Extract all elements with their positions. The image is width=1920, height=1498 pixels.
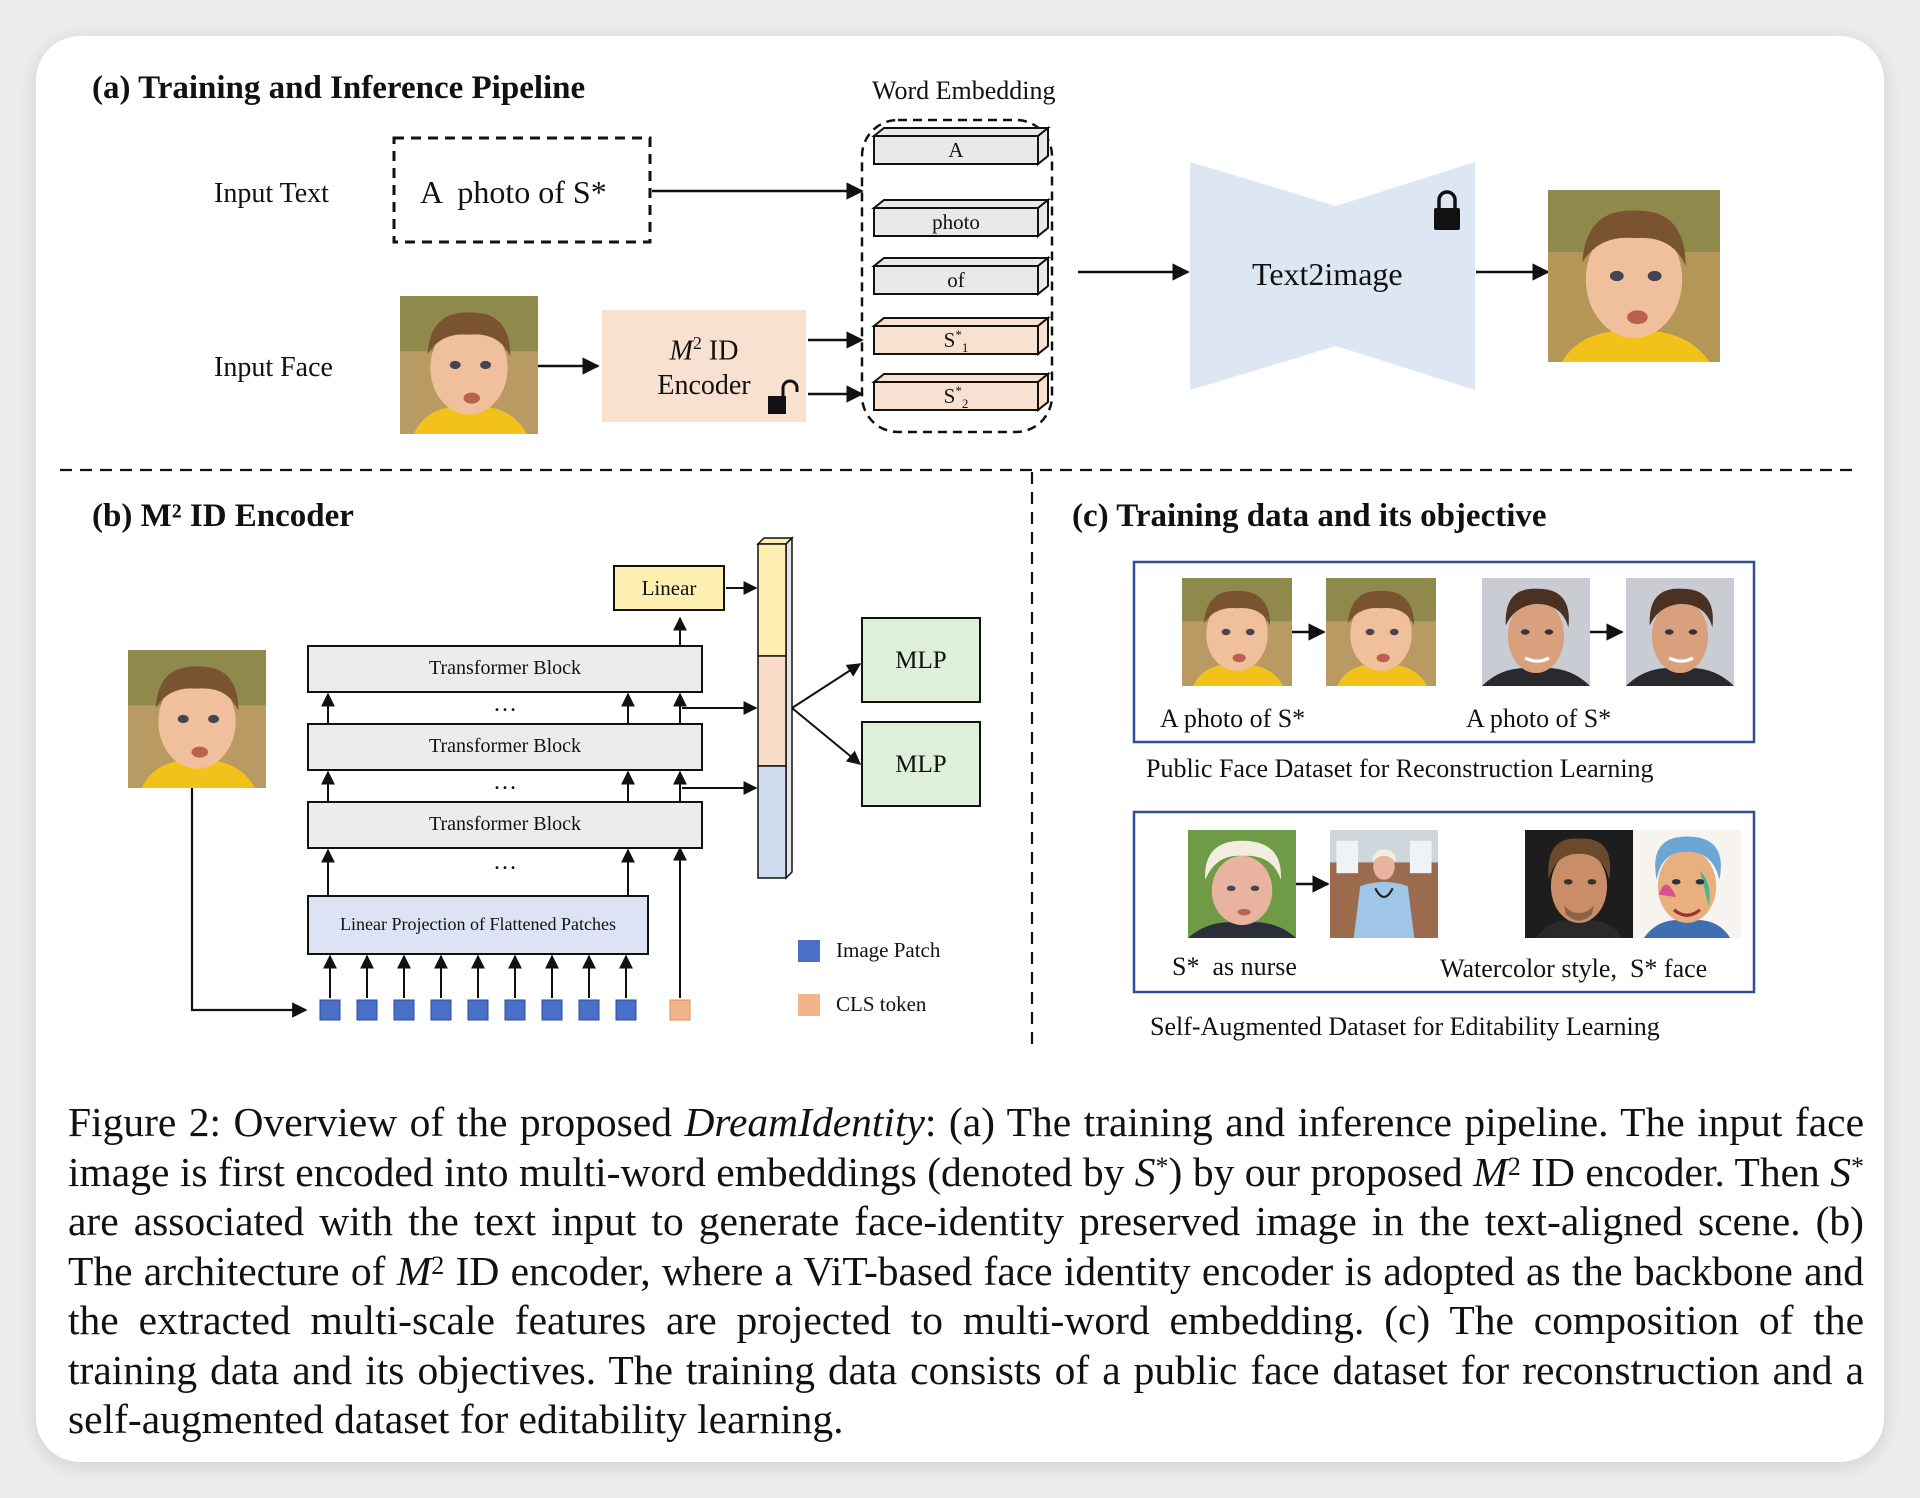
word-embedding-container xyxy=(860,118,1054,434)
linear-label: Linear xyxy=(641,576,697,600)
caption-part-2: : (a) The training and inference pipelin… xyxy=(68,1099,1864,1195)
word-embedding-label: Word Embedding xyxy=(872,76,1056,105)
token-label-a: A xyxy=(948,138,964,162)
input-text-box xyxy=(392,136,652,244)
figure-card: (a) Training and Inference Pipeline Word… xyxy=(36,36,1884,1462)
transformer-block-label-3: Transformer Block xyxy=(428,657,582,679)
figure-caption: Figure 2: Overview of the proposed Dream… xyxy=(68,1098,1864,1445)
recon-panel xyxy=(1132,560,1756,744)
token-label-of: of xyxy=(947,268,965,292)
caption-star-sup-2: * xyxy=(1851,1151,1865,1181)
mlp-box-2 xyxy=(861,721,981,807)
encoder-m-symbol: M xyxy=(669,335,693,367)
transformer-block-2 xyxy=(307,723,703,771)
caption-m-symbol: M xyxy=(1473,1148,1508,1195)
caption-s-symbol: S xyxy=(1134,1148,1156,1195)
input-prompt-text: A photo of S* xyxy=(420,174,607,210)
encoder-label-line2: Encoder xyxy=(657,370,751,401)
mlp-box-1 xyxy=(861,617,981,703)
section-a-title: (a) Training and Inference Pipeline xyxy=(92,70,586,106)
token-box-photo xyxy=(871,197,1051,239)
token-box-a xyxy=(871,125,1051,167)
token-label-photo: photo xyxy=(932,210,980,234)
nurse-photo xyxy=(1330,830,1438,938)
legend-image-patch-label: Image Patch xyxy=(836,938,941,962)
child-face-photo-recon-input xyxy=(1182,578,1292,686)
input-face-label: Input Face xyxy=(214,352,333,383)
mlp-label-1: MLP xyxy=(895,647,947,674)
linear-projection-box xyxy=(307,895,649,955)
token-label-s2: S*2 xyxy=(874,384,1038,410)
s1-sup: * xyxy=(955,327,962,342)
encoder-id-text: ID xyxy=(708,335,739,367)
child-face-photo xyxy=(400,296,538,434)
figure-diagram xyxy=(60,118,1860,1048)
pitt-face-photo xyxy=(1524,830,1634,938)
section-c-title: (c) Training data and its objective xyxy=(1072,498,1547,534)
transformer-block-3 xyxy=(307,645,703,693)
ellipsis-2: … xyxy=(493,769,517,795)
legend-cls-swatch xyxy=(798,994,820,1016)
caption-s-symbol-2: S xyxy=(1830,1148,1852,1195)
recon-caption-1: A photo of S* xyxy=(1160,704,1306,733)
transformer-block-label-1: Transformer Block xyxy=(428,813,582,835)
projection-label: Linear Projection of Flattened Patches xyxy=(340,914,616,934)
recon-caption-2: A photo of S* xyxy=(1466,704,1612,733)
s2-base: S xyxy=(943,384,956,408)
caption-part-3: ) by our proposed xyxy=(1168,1148,1474,1195)
token-box-s1 xyxy=(871,315,1051,357)
lock-icon xyxy=(1434,190,1460,230)
patch-arrows xyxy=(323,954,633,998)
caption-m-sup-2: 2 xyxy=(431,1250,445,1280)
encoder-label-line1: M2 ID xyxy=(602,334,806,365)
legend-image-patch-swatch xyxy=(798,940,820,962)
boris-face-photo xyxy=(1188,830,1296,938)
edit-caption-1: S* as nurse xyxy=(1172,952,1297,981)
encoder-m-sup: 2 xyxy=(692,333,702,353)
token-box-s2 xyxy=(871,371,1051,413)
unlock-icon xyxy=(768,379,799,414)
caption-part-4: ID encoder. Then xyxy=(1520,1148,1831,1195)
edit-caption-2: Watercolor style, S* face xyxy=(1440,954,1708,983)
child-face-photo-recon-output xyxy=(1326,578,1436,686)
image-patches xyxy=(319,999,637,1021)
ellipsis-3: … xyxy=(493,849,517,875)
recon-dataset-label: Public Face Dataset for Reconstruction L… xyxy=(1146,754,1654,783)
feature-vector xyxy=(756,536,794,880)
s1-sub: 1 xyxy=(961,340,969,356)
legend-cls-label: CLS token xyxy=(836,992,927,1016)
s2-sub: 2 xyxy=(961,396,969,412)
transformer-block-label-2: Transformer Block xyxy=(428,735,582,757)
arrow-face-to-patches xyxy=(190,788,308,1018)
caption-star-sup: * xyxy=(1155,1151,1169,1181)
caption-part-5: are associated with the text input to ge… xyxy=(68,1198,1864,1294)
edit-panel xyxy=(1132,810,1756,994)
man-face-photo-recon-output xyxy=(1626,578,1734,686)
caption-part-1: Figure 2: Overview of the proposed xyxy=(68,1099,685,1145)
section-b-title: (b) M² ID Encoder xyxy=(92,498,354,534)
cls-token xyxy=(669,999,691,1021)
token-label-s1: S*1 xyxy=(874,328,1038,354)
text2image-label: Text2image xyxy=(1252,256,1403,292)
linear-box xyxy=(613,565,725,611)
child-face-photo-encoder-input xyxy=(128,650,266,788)
caption-m-sup: 2 xyxy=(1507,1151,1521,1181)
s1-base: S xyxy=(943,328,956,352)
caption-m-symbol-2: M xyxy=(396,1247,432,1294)
input-text-label: Input Text xyxy=(214,178,329,209)
transformer-block-1 xyxy=(307,801,703,849)
caption-method-name: DreamIdentity xyxy=(684,1099,925,1145)
token-box-of xyxy=(871,255,1051,297)
caption-part-6: ID encoder, where a ViT-based face ident… xyxy=(68,1247,1865,1443)
s2-sup: * xyxy=(955,383,962,398)
mlp-label-2: MLP xyxy=(895,751,947,778)
output-face-photo xyxy=(1548,190,1720,362)
watercolor-face-photo xyxy=(1632,830,1742,938)
edit-dataset-label: Self-Augmented Dataset for Editability L… xyxy=(1150,1012,1660,1041)
ellipsis-1: … xyxy=(493,691,517,717)
man-face-photo-recon-input xyxy=(1482,578,1590,686)
